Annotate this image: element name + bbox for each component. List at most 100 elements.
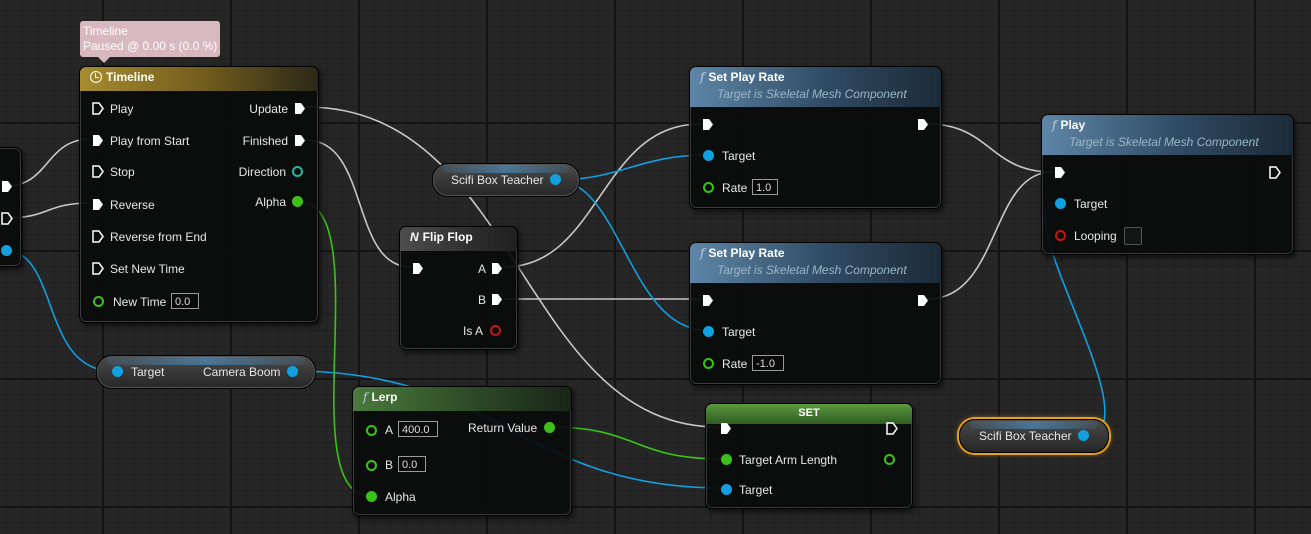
set-target-arm-length-output-pin[interactable] xyxy=(884,454,895,465)
flip-flop-exec-input[interactable] xyxy=(412,262,424,275)
tooltip-title: Timeline xyxy=(83,24,128,38)
set-target-pin[interactable] xyxy=(721,484,732,495)
exec-wire-update-set xyxy=(305,106,720,428)
set-play-rate-1-subtitle: Target is Skeletal Mesh Component xyxy=(717,87,907,101)
flip-flop-title: Flip Flop xyxy=(422,230,473,244)
play-exec-out[interactable] xyxy=(1269,166,1281,179)
set-target-arm-length-node[interactable]: SET Target Arm Length Target xyxy=(705,403,913,509)
set-play-rate-2-rate-input[interactable]: -1.0 xyxy=(752,355,784,371)
offscreen-node[interactable] xyxy=(0,147,22,267)
reverse-from-end-exec-pin[interactable] xyxy=(92,230,104,243)
set-target-arm-length-pin[interactable] xyxy=(721,454,732,465)
flip-flop-b-pin[interactable] xyxy=(491,293,503,306)
set-target-arm-length-label: Target Arm Length xyxy=(739,453,838,467)
new-time-input[interactable]: 0.0 xyxy=(171,293,199,309)
set-play-rate-2-target-label: Target xyxy=(722,325,756,339)
lerp-return-value-label: Return Value xyxy=(468,421,538,435)
set-new-time-exec-pin[interactable] xyxy=(92,262,104,275)
flip-flop-icon: N xyxy=(410,230,419,244)
exec-wire-finished-flipflop xyxy=(305,139,412,268)
set-play-rate-1-exec-out[interactable] xyxy=(917,118,929,131)
finished-exec-pin[interactable] xyxy=(294,134,306,147)
scifi-box-teacher-get-node[interactable]: Scifi Box Teacher xyxy=(432,163,580,197)
set-exec-in[interactable] xyxy=(720,422,732,435)
direction-output-label: Direction xyxy=(238,165,286,179)
flip-flop-is-a-pin[interactable] xyxy=(490,325,501,336)
flip-flop-a-pin[interactable] xyxy=(491,262,503,275)
exec-wire-rate1-play xyxy=(927,123,1053,173)
scifi-box-teacher-get-node-selected[interactable]: Scifi Box Teacher xyxy=(959,419,1109,453)
lerp-b-label: B xyxy=(385,458,394,472)
set-play-rate-1-target-pin[interactable] xyxy=(703,150,714,161)
play-looping-pin[interactable] xyxy=(1055,230,1066,241)
camera-boom-get-node[interactable]: Target Camera Boom xyxy=(96,355,316,389)
play-from-start-input-label: Play from Start xyxy=(110,134,190,148)
exec-output-pin[interactable] xyxy=(1,180,13,193)
camera-boom-target-pin[interactable] xyxy=(112,366,123,377)
object-output-pin[interactable] xyxy=(1,245,12,256)
set-play-rate-2-exec-in[interactable] xyxy=(702,294,714,307)
stop-exec-pin[interactable] xyxy=(92,165,104,178)
play-from-start-exec-pin[interactable] xyxy=(92,134,104,147)
set-play-rate-1-exec-in[interactable] xyxy=(702,118,714,131)
scifi-box-teacher-2-label: Scifi Box Teacher xyxy=(979,429,1072,443)
scifi-box-teacher-2-output-pin[interactable] xyxy=(1078,430,1089,441)
play-target-label: Target xyxy=(1074,197,1108,211)
lerp-b-input[interactable]: 0.0 xyxy=(398,456,426,472)
timeline-node[interactable]: Timeline Play Play from Start Stop Rever… xyxy=(79,66,319,323)
play-input-label: Play xyxy=(110,102,134,116)
lerp-a-label: A xyxy=(385,423,394,437)
finished-output-label: Finished xyxy=(242,134,288,148)
lerp-b-pin[interactable] xyxy=(366,460,377,471)
timeline-node-header[interactable]: Timeline xyxy=(80,67,318,91)
flip-flop-b-label: B xyxy=(478,293,487,307)
set-play-rate-1-title: Set Play Rate xyxy=(708,70,785,84)
camera-boom-output-pin[interactable] xyxy=(287,366,298,377)
lerp-a-input[interactable]: 400.0 xyxy=(398,421,438,437)
exec-output-pin-2[interactable] xyxy=(1,212,13,225)
node-sheen xyxy=(970,421,1098,429)
scifi-box-teacher-label: Scifi Box Teacher xyxy=(451,173,544,187)
set-play-rate-1-rate-input[interactable]: 1.0 xyxy=(752,179,778,195)
play-target-pin[interactable] xyxy=(1055,198,1066,209)
scifi-box-teacher-output-pin[interactable] xyxy=(550,174,561,185)
timeline-node-title: Timeline xyxy=(106,70,155,84)
set-play-rate-2-rate-pin[interactable] xyxy=(703,358,714,369)
lerp-return-value-pin[interactable] xyxy=(544,422,555,433)
new-time-pin[interactable] xyxy=(93,296,104,307)
set-exec-out[interactable] xyxy=(886,422,898,435)
set-play-rate-2-target-pin[interactable] xyxy=(703,326,714,337)
lerp-alpha-pin[interactable] xyxy=(366,491,377,502)
node-sheen xyxy=(443,165,569,173)
set-new-time-input-label: Set New Time xyxy=(110,262,185,276)
clock-icon xyxy=(90,71,102,83)
function-icon: f xyxy=(700,70,705,84)
lerp-a-pin[interactable] xyxy=(366,425,377,436)
alpha-output-pin[interactable] xyxy=(292,196,303,207)
reverse-from-end-input-label: Reverse from End xyxy=(110,230,207,244)
play-exec-pin[interactable] xyxy=(92,102,104,115)
lerp-title: Lerp xyxy=(371,390,398,404)
direction-pin[interactable] xyxy=(292,166,303,177)
update-output-label: Update xyxy=(249,102,288,116)
function-icon: f xyxy=(700,246,705,260)
object-wire-scifi-rate2 xyxy=(555,179,707,331)
looping-checkbox[interactable] xyxy=(1124,227,1142,245)
update-exec-pin[interactable] xyxy=(294,102,306,115)
play-exec-in[interactable] xyxy=(1054,166,1066,179)
set-node-header[interactable]: SET xyxy=(706,404,912,424)
set-play-rate-2-exec-out[interactable] xyxy=(917,294,929,307)
reverse-exec-pin[interactable] xyxy=(92,198,104,211)
set-play-rate-1-rate-pin[interactable] xyxy=(703,182,714,193)
